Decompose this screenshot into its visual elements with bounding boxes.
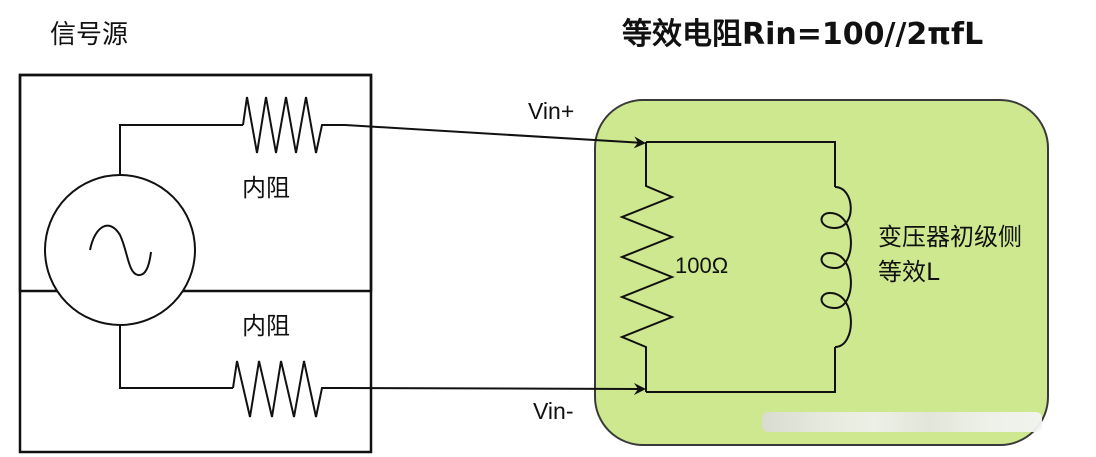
load-bottom-rail — [646, 347, 836, 393]
internal-resistor-bottom — [232, 360, 345, 418]
blurred-watermark — [762, 412, 1042, 432]
inductor-coil — [820, 186, 852, 348]
load-equivalent-box — [594, 99, 1049, 446]
wire-vin-minus-arrow — [344, 382, 646, 395]
signal-source-title: 信号源 — [50, 20, 129, 50]
load-top-rail — [646, 141, 836, 187]
wire-bottom-source — [119, 325, 233, 389]
wire-top-source — [119, 124, 243, 175]
sine-wave-icon — [89, 224, 152, 277]
vin-minus-label: Vin- — [533, 398, 574, 424]
internal-resistor-top-label: 内阻 — [242, 174, 290, 202]
internal-resistor-top — [242, 96, 345, 154]
wire-vin-plus-arrow — [344, 124, 646, 149]
equivalent-resistance-title: 等效电阻Rin=100//2πfL — [622, 17, 984, 52]
signal-source-box-outline — [18, 73, 373, 454]
load-resistor-100-ohm — [619, 142, 675, 392]
internal-resistor-bottom-label: 内阻 — [242, 312, 290, 340]
inductor-label: 变压器初级侧等效L — [878, 223, 1022, 286]
vin-plus-label: Vin+ — [528, 98, 575, 124]
load-resistor-label: 100Ω — [675, 253, 729, 278]
ac-source-circle — [44, 174, 196, 326]
